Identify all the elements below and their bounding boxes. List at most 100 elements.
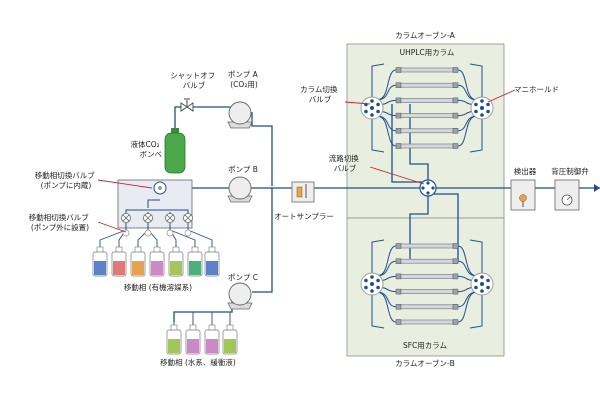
uhplc-column-fitting [395, 82, 402, 88]
uhplc-manifold-line [371, 118, 385, 153]
switch-valve-external-label: 移動相切換バルブ (ポンプ外に設置) [29, 212, 91, 232]
co2-cylinder-label: 液体CO₂ ボンベ [130, 139, 162, 159]
solvent-bottle-aqueous-liquid [168, 339, 180, 353]
sfc-column-tubing [377, 260, 397, 277]
sfc-manifold-line [469, 294, 483, 329]
sfc-column [400, 258, 454, 264]
bottle-line [118, 223, 127, 248]
sfc-manifold-port [474, 285, 478, 290]
sfc-manifold-port [480, 289, 484, 293]
sfc-manifold-line [371, 294, 385, 329]
shutoff-valve-icon [180, 98, 194, 112]
sfc-column-switch-valve-port [370, 282, 374, 286]
sfc-column-switch-valve-port [364, 278, 368, 283]
sfc-column-switch-valve-port [370, 289, 374, 293]
sfc-column-switch-valve-port [370, 275, 374, 279]
solvent-bottle-organic-liquid [170, 261, 182, 275]
bottles-aqueous [166, 312, 238, 355]
uhplc-column [400, 67, 454, 73]
external-switch-valve-mark [166, 214, 174, 222]
switch-valve-internal-label: 移動相切換バルブ (ポンプに内蔵) [35, 170, 97, 190]
mobile-phase-organic-label: 移動相 (有機溶媒系) [124, 282, 192, 292]
pump-c [227, 282, 253, 310]
solvent-bottle-organic-liquid [189, 261, 201, 275]
uhplc-column-fitting [452, 128, 459, 134]
solvent-lines [99, 212, 213, 248]
uhplc-manifold-line [469, 63, 483, 98]
sfc-column-label: SFC用カラム [403, 341, 447, 350]
uhplc-manifold-port [486, 109, 490, 114]
solvent-bottle-organic-liquid [151, 261, 163, 275]
uhplc-manifold-port [474, 102, 478, 107]
sfc-column-switch-valve-port [364, 285, 368, 290]
sfc-manifold-line [469, 239, 483, 274]
detector [510, 179, 536, 211]
uhplc-column-group [360, 63, 494, 153]
column-switch-valve-label: カラム切換 バルブ [300, 84, 340, 104]
uhplc-column-switch-valve-port [376, 102, 380, 107]
sfc-column-tubing [457, 260, 477, 277]
external-switch-valve-mark [122, 214, 130, 222]
uhplc-column-fitting [452, 143, 459, 149]
callout-leaders [97, 89, 516, 233]
sfc-column-tubing [457, 291, 477, 323]
uhplc-column-switch-valve-port [364, 109, 368, 114]
uhplc-column [400, 82, 454, 88]
flow-switch-valve-label: 流路切換 バルブ [329, 153, 361, 173]
sfc-column-fitting [452, 319, 459, 325]
sfc-manifold-port [486, 278, 490, 283]
sfc-manifold-port [486, 285, 490, 290]
uhplc-column-tubing [457, 115, 477, 147]
uhplc-column-fitting [452, 112, 459, 119]
uhplc-column [400, 98, 454, 103]
uhplc-manifold-port [486, 102, 490, 107]
bottle-line [169, 223, 196, 248]
uhplc-column-fitting [395, 143, 402, 149]
bpr-label: 背圧制御弁 [551, 166, 589, 176]
sfc-column-fitting [395, 273, 402, 280]
sfc-column-fitting [395, 319, 402, 325]
solvent-bottle-organic-liquid [132, 261, 144, 275]
sfc-column-fitting [452, 258, 459, 264]
flow-switch-valve [419, 179, 437, 197]
sfc-manifold-port [480, 275, 484, 279]
sfc-column-fitting [452, 273, 459, 280]
oven-a-title: カラムオーブン-A [395, 30, 456, 40]
oven-b-title: カラムオーブン-B [395, 358, 455, 368]
sfc-column-group [360, 239, 494, 329]
sfc-manifold-port [480, 282, 484, 286]
solvent-bottle-organic-liquid [94, 261, 106, 275]
solvent-bottle-organic-liquid [113, 261, 125, 275]
sfc-column-fitting [395, 258, 402, 264]
sfc-column-tubing [377, 291, 397, 323]
uhplc-column-fitting [395, 97, 402, 104]
uhplc-column-fitting [452, 67, 459, 73]
bottle-line-ring [184, 229, 192, 237]
bottle-line [147, 223, 158, 248]
detector-label: 検出器 [514, 166, 537, 176]
uhplc-column-tubing [377, 84, 397, 101]
uhplc-column-tubing [377, 115, 397, 147]
uhplc-column [400, 128, 454, 134]
uhplc-column-switch-valve-port [370, 106, 374, 110]
sfc-column [400, 319, 454, 325]
pump-a [227, 101, 253, 129]
sfc-column-switch-valve-port [376, 285, 380, 290]
sfc-column-fitting [452, 243, 459, 249]
uhplc-column-tubing [377, 69, 397, 101]
solvent-bottle-organic-liquid [206, 261, 218, 275]
sfc-column-fitting [452, 304, 459, 310]
uhplc-column-fitting [452, 97, 459, 104]
solvent-bottle-aqueous-liquid [187, 339, 199, 353]
pump-a-label: ポンプ A (CO₂用) [228, 70, 260, 89]
back-pressure-regulator [554, 179, 580, 211]
uhplc-column-fitting [395, 67, 402, 73]
uhplc-column-switch-valve-port [370, 113, 374, 117]
uhplc-manifold-port [480, 113, 484, 117]
manifold-label: マニホールド [514, 85, 559, 94]
sfc-column [400, 289, 454, 294]
pump-c-label: ポンプ C [228, 273, 258, 282]
sfc-manifold-port [474, 278, 478, 283]
external-switch-valves [121, 213, 193, 223]
